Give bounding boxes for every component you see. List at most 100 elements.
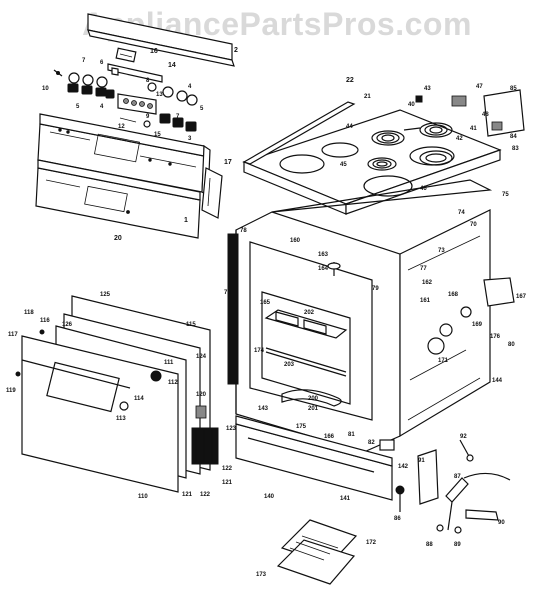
label-5: 5 [76,104,80,110]
label-42: 42 [456,136,463,142]
oven-interior [261,262,351,407]
label-88: 88 [426,542,433,548]
label-144: 144 [492,378,503,384]
label-201: 201 [308,406,319,412]
label-118: 118 [24,310,34,316]
label-43: 43 [424,86,431,92]
label-14: 14 [168,62,176,69]
label-87: 87 [454,474,461,480]
label-174: 174 [254,348,265,354]
label-117: 117 [8,332,18,338]
label-1: 1 [184,217,188,224]
label-47: 47 [476,84,483,90]
label-120: 120 [196,392,207,398]
label-92: 92 [460,434,467,440]
storage-drawer-front [235,415,395,501]
lower-control-panel [35,159,201,239]
label-163: 163 [318,252,329,258]
label-81: 81 [348,432,355,438]
label-168: 168 [448,292,459,298]
label-169: 169 [472,322,483,328]
label-3: 3 [188,136,192,142]
label-13: 13 [156,92,163,98]
label-110: 110 [138,494,148,500]
label-77: 77 [420,266,427,272]
knob-set-right [159,86,198,132]
label-143: 143 [258,406,269,412]
label-80: 80 [508,342,515,348]
label-172: 172 [366,540,377,546]
knob-set-left [53,69,115,99]
label-122: 122 [222,466,233,472]
label-116: 116 [40,318,50,324]
label-161: 161 [420,298,431,304]
label-123: 123 [226,426,237,432]
label-84: 84 [510,134,517,140]
label-175: 175 [296,424,307,430]
label-46: 46 [420,186,427,192]
label-7: 7 [82,58,86,64]
label-202: 202 [304,310,315,316]
label-162: 162 [422,280,433,286]
part-labels: 2 16 14 7 6 10 5 4 8 13 9 12 15 4 5 7 3 … [6,47,527,578]
label-119: 119 [6,388,16,394]
indicator-cluster [117,82,157,128]
label-78: 78 [240,228,247,234]
surface-elements [367,89,525,171]
label-122b: 122 [200,492,211,498]
label-6: 6 [100,60,104,66]
label-160: 160 [290,238,301,244]
label-15: 15 [154,132,161,138]
label-9: 9 [146,114,150,120]
label-83: 83 [512,146,519,152]
label-70: 70 [470,222,477,228]
label-5b: 5 [200,106,204,112]
label-41: 41 [470,126,477,132]
side-bracket [201,167,223,219]
label-171: 171 [438,358,449,364]
label-79: 79 [372,286,379,292]
label-48: 48 [482,112,489,118]
label-166: 166 [324,434,335,440]
label-121: 121 [222,480,233,486]
label-200: 200 [308,396,319,402]
label-164: 164 [318,266,329,272]
label-22: 22 [346,77,354,84]
cooktop [242,101,502,215]
label-21: 21 [364,94,371,100]
label-73: 73 [438,248,445,254]
label-86: 86 [394,516,401,522]
label-113: 113 [116,416,126,422]
label-124: 124 [196,354,207,360]
label-173: 173 [256,572,267,578]
label-167: 167 [516,294,527,300]
door-latch-assembly [395,439,511,534]
backsplash-panel [87,13,235,67]
label-44: 44 [346,124,353,130]
label-10: 10 [42,86,49,92]
label-85: 85 [510,86,517,92]
label-2: 2 [234,47,238,54]
label-125: 125 [100,292,111,298]
label-76: 76 [224,290,231,296]
label-45: 45 [340,162,347,168]
label-140: 140 [264,494,275,500]
label-111: 111 [164,360,174,366]
label-121b: 121 [182,492,193,498]
label-91: 91 [418,458,425,464]
label-16: 16 [150,48,158,55]
label-20: 20 [114,235,122,242]
label-89: 89 [454,542,461,548]
label-165: 165 [260,300,271,306]
label-17: 17 [224,159,232,166]
control-trim-strip [107,63,163,83]
label-4: 4 [100,104,104,110]
label-114: 114 [134,396,144,402]
label-90: 90 [498,520,505,526]
label-142: 142 [398,464,409,470]
label-4b: 4 [188,84,192,90]
oven-door-assembly [15,295,219,493]
label-75: 75 [502,192,509,198]
